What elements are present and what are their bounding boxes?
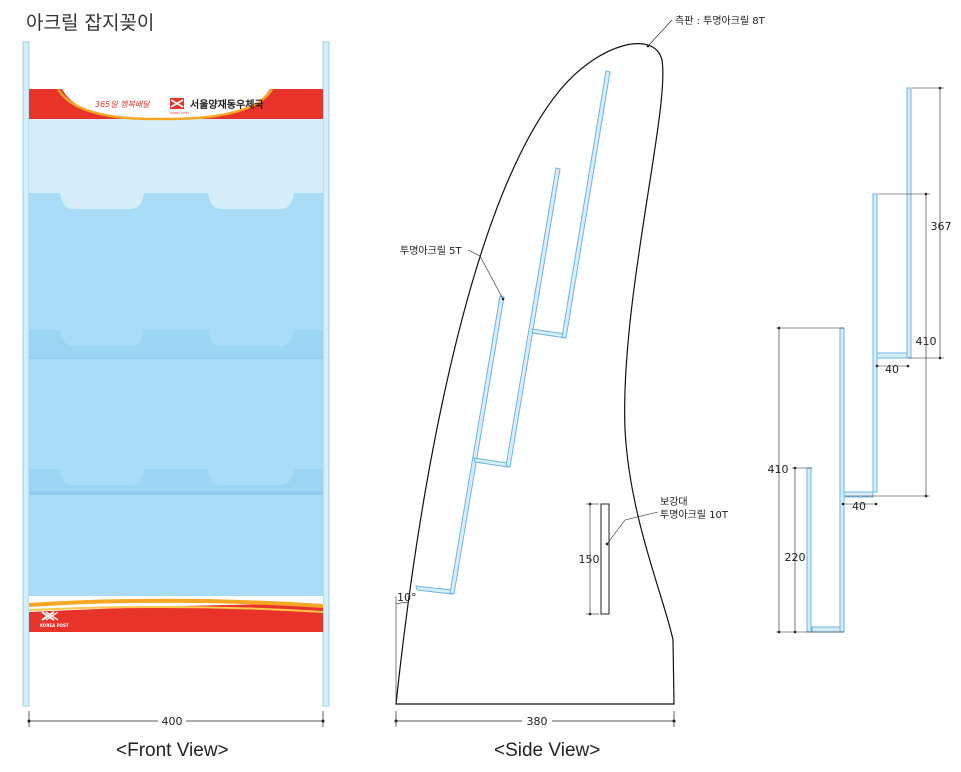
shelves: [415, 70, 611, 595]
footer-mark: KOREA POST: [40, 623, 69, 628]
detail-dim-40-bottom: 40: [852, 500, 866, 513]
right-rail: [322, 41, 330, 707]
footer-banner-swoosh-2: [28, 605, 324, 613]
side-panel-note: 측판 : 투명아크릴 8T: [675, 14, 766, 27]
pocket-1: [29, 193, 323, 358]
detail-view: 367 410 40 40 410 220: [768, 86, 952, 634]
side-width-dim: 380: [527, 715, 548, 728]
brace-bar: [600, 503, 610, 615]
detail-dim-40-top: 40: [885, 363, 899, 376]
detail-dim-220: 220: [785, 551, 806, 564]
side-view-label: <Side View>: [494, 740, 601, 761]
side-view: 150 측판 : 투명아크릴 8T 투명아크릴 5T 보강대 투명아크릴 10T…: [394, 14, 766, 728]
front-width-dim: 400: [162, 715, 183, 728]
left-rail: [22, 41, 30, 707]
side-panel-outline: [395, 43, 675, 705]
korea-post-logo-icon: [170, 98, 184, 109]
header-slogan: 365일 행복배달: [95, 100, 151, 109]
front-view: 365일 행복배달 서울양재동우체국 KOREA POST KOREA POST…: [22, 41, 330, 728]
brace-dim: 150: [579, 553, 600, 566]
page-title: 아크릴 잡지꽂이: [26, 12, 155, 34]
header-banner-white: [62, 89, 270, 121]
header-mark: KOREA POST: [170, 111, 189, 115]
detail-dim-410-top: 410: [916, 335, 937, 348]
brace-note-2: 투명아크릴 10T: [660, 508, 729, 521]
detail-dim-367: 367: [931, 220, 952, 233]
pocket-3-lip: [29, 491, 323, 495]
pocket-2: [29, 330, 323, 358]
brace-note-1: 보강대: [660, 496, 688, 508]
pocket-3: [29, 469, 323, 495]
detail-dim-410-left: 410: [768, 463, 789, 476]
footer-korea-post-icon: [41, 611, 59, 621]
shelf-note: 투명아크릴 5T: [400, 244, 463, 257]
angle-label: 10°: [397, 591, 417, 604]
detail-profile: [806, 87, 912, 633]
header-banner-stripe: [56, 88, 274, 121]
footer-banner-swoosh: [28, 598, 324, 608]
front-view-label: <Front View>: [116, 740, 229, 761]
header-logo: 서울양재동우체국: [190, 98, 264, 111]
pocket-4-body: [29, 495, 323, 598]
